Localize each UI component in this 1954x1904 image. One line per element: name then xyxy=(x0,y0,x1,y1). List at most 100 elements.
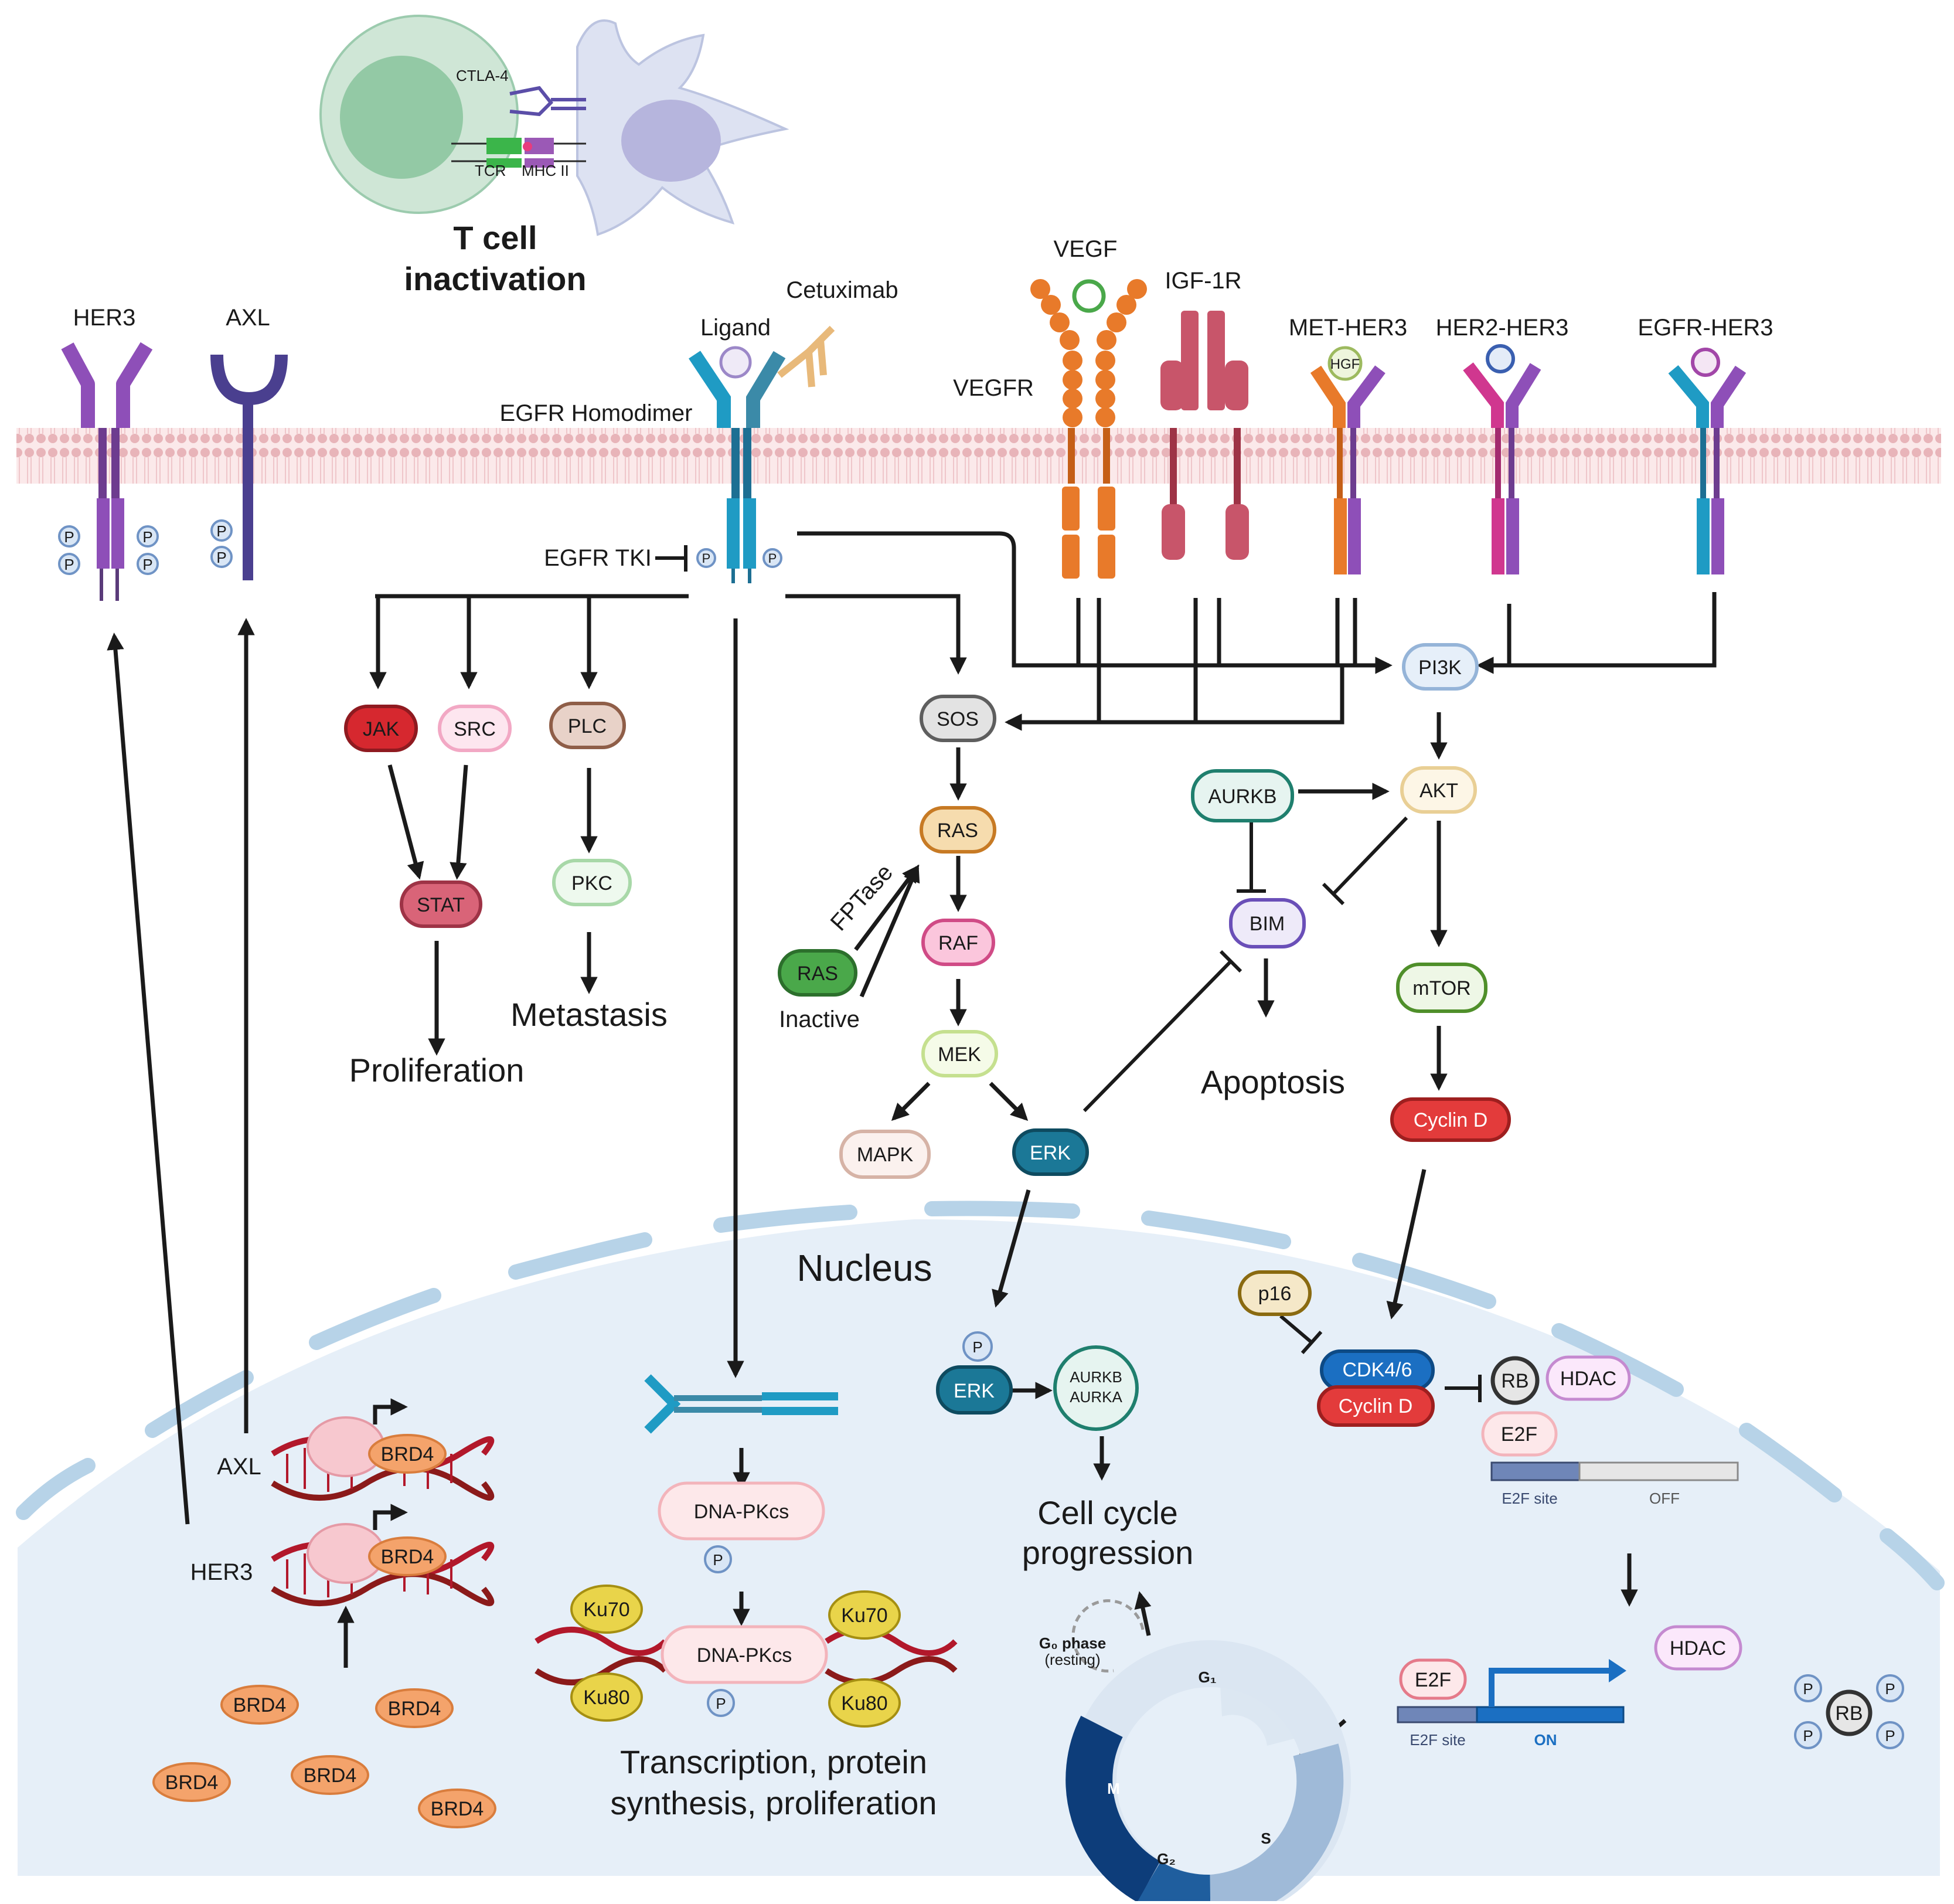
ras-node xyxy=(920,806,996,854)
rb-label: RB xyxy=(1501,1370,1529,1392)
mtor-node xyxy=(1396,963,1487,1013)
e2f-site-on-label: E2F site xyxy=(1410,1731,1465,1749)
brd4-free-2: BRD4 xyxy=(388,1698,441,1720)
hgf-label: HGF xyxy=(1330,356,1360,372)
egfr-her3-ligand-icon xyxy=(1691,348,1720,377)
cyclin-d-nuclear-node xyxy=(1317,1385,1435,1427)
fptase-arrow xyxy=(854,865,920,951)
dna-pkcs-label-1: DNA-PKcs xyxy=(694,1501,789,1523)
dendritic-cell-nucleus xyxy=(621,100,721,182)
transcription-on-arrow xyxy=(1489,1668,1609,1707)
transcription-line1: Transcription, protein xyxy=(620,1743,927,1780)
ras-label: RAS xyxy=(937,820,978,842)
inactive-label: Inactive xyxy=(779,1007,860,1032)
ku70-right-label: Ku70 xyxy=(841,1604,887,1627)
hdac-free-node xyxy=(1654,1625,1742,1671)
brd4-free-4: BRD4 xyxy=(304,1764,357,1787)
tcr-label: TCR xyxy=(475,162,506,179)
met-her3-receptor xyxy=(1310,346,1385,574)
axl-gene-label: AXL xyxy=(217,1454,261,1480)
axl-receptor: P P xyxy=(210,354,288,580)
aurkb-node xyxy=(1191,769,1294,822)
mhc-label: MHC II xyxy=(522,162,569,179)
t-cell-title-line2: inactivation xyxy=(404,260,586,297)
g1-label: G₁ xyxy=(1199,1668,1217,1686)
e2f-site-on xyxy=(1397,1706,1478,1723)
ligand-label: Ligand xyxy=(700,315,771,341)
igf1r-receptor xyxy=(1160,311,1249,560)
axl-label: AXL xyxy=(226,305,270,331)
prb-p2: P xyxy=(1885,1680,1895,1698)
axl-p1: P xyxy=(216,522,226,540)
brd4-axl-label: BRD4 xyxy=(381,1443,434,1466)
pi3k-node xyxy=(1402,643,1479,691)
akt-node xyxy=(1400,766,1477,814)
egfr-homodimer: P P xyxy=(689,325,835,583)
t-cell-nucleus xyxy=(340,56,463,179)
dna-pkcs-label-2: DNA-PKcs xyxy=(697,1644,792,1667)
her3-label: HER3 xyxy=(73,305,136,331)
stat-label: STAT xyxy=(417,894,465,916)
hdac-label: HDAC xyxy=(1560,1368,1616,1390)
stat-node xyxy=(400,880,482,928)
mek-node xyxy=(921,1030,998,1077)
egfr-p1: P xyxy=(702,551,711,566)
proliferation-label: Proliferation xyxy=(349,1052,525,1089)
axl-gene-locus xyxy=(271,1398,495,1501)
vegfr-receptor xyxy=(1030,279,1147,579)
e2f-site-off xyxy=(1490,1461,1581,1481)
pkc-label: PKC xyxy=(571,872,612,895)
her2-her3-ligand-icon xyxy=(1486,344,1515,373)
mek-label: MEK xyxy=(938,1043,981,1066)
brd4-free-3: BRD4 xyxy=(165,1772,219,1794)
phospho-rb xyxy=(1794,1674,1904,1749)
brd4-her3-label: BRD4 xyxy=(381,1546,434,1568)
her3-gene-locus xyxy=(271,1504,495,1606)
e2f-node xyxy=(1481,1411,1558,1457)
dna-repair-complex xyxy=(535,1585,958,1728)
mapk-node xyxy=(839,1130,931,1179)
s-label: S xyxy=(1261,1830,1271,1847)
egfr-tki-inhibition xyxy=(655,545,687,572)
egfr-p2: P xyxy=(768,551,777,566)
ku80-right-label: Ku80 xyxy=(841,1692,887,1715)
cdk46-label: CDK4/6 xyxy=(1342,1359,1412,1381)
brd4-axl-node xyxy=(368,1434,447,1474)
prb-label: RB xyxy=(1835,1702,1863,1725)
prb-p4: P xyxy=(1885,1727,1895,1745)
rb-node xyxy=(1490,1356,1540,1405)
cetuximab-label: Cetuximab xyxy=(786,277,898,303)
her3-phospho-sites xyxy=(58,525,159,575)
aurkb-label: AURKB xyxy=(1208,786,1276,808)
aurkb-nuclear-label: AURKB xyxy=(1070,1368,1122,1386)
cell-cycle-line2: progression xyxy=(1022,1534,1194,1571)
cyclin-d-nuclear-label: Cyclin D xyxy=(1339,1395,1413,1417)
hdac-free-label: HDAC xyxy=(1670,1637,1726,1660)
gene-on-bar xyxy=(1476,1706,1625,1723)
mapk-label: MAPK xyxy=(857,1144,914,1166)
m-label: M xyxy=(1107,1780,1120,1797)
src-label: SRC xyxy=(454,718,496,740)
vegfr-label: VEGFR xyxy=(953,375,1034,401)
her3-p1: P xyxy=(64,528,74,546)
off-label: OFF xyxy=(1649,1490,1680,1507)
apoptosis-label: Apoptosis xyxy=(1201,1063,1345,1100)
ctla4-label: CTLA-4 xyxy=(456,67,509,84)
erk-node xyxy=(1012,1128,1089,1176)
transcription-line2: synthesis, proliferation xyxy=(610,1784,937,1821)
ras-inactive-label: RAS xyxy=(797,963,838,985)
prb-p1: P xyxy=(1803,1680,1813,1698)
cell-cycle-line1: Cell cycle xyxy=(1037,1494,1178,1531)
her3-p4: P xyxy=(142,556,152,573)
egfr-homodimer-label: EGFR Homodimer xyxy=(500,400,693,426)
nuclear-erk-label: ERK xyxy=(954,1380,995,1402)
gene-off-bar xyxy=(1578,1461,1739,1481)
pi3k-label: PI3K xyxy=(1418,657,1462,679)
resting-label: (resting) xyxy=(1044,1651,1100,1668)
egfr-tki-label: EGFR TKI xyxy=(544,545,652,571)
nuclear-erk-node xyxy=(936,1365,1013,1415)
inhibition-lines xyxy=(1082,816,1482,1402)
on-label: ON xyxy=(1534,1731,1557,1749)
